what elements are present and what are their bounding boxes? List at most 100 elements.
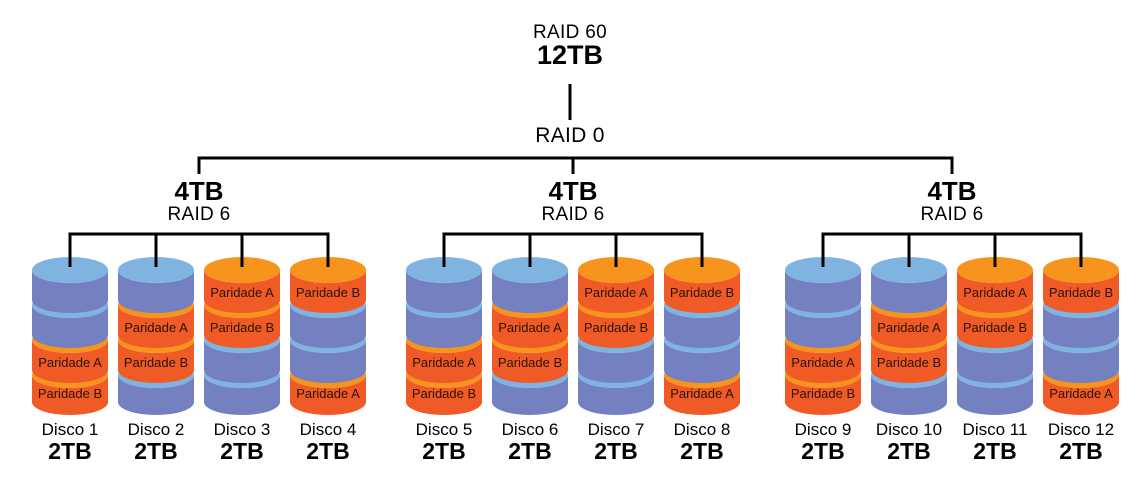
parity-label: Paridade A (296, 385, 360, 401)
disk-segment-parity (871, 340, 947, 383)
disk-capacity: 2TB (220, 438, 264, 464)
disk-capacity: 2TB (134, 438, 178, 464)
group-raid-level-label: RAID 6 (167, 204, 231, 225)
disk-segment-data (1043, 340, 1119, 383)
parity-label: Paridade A (963, 284, 1027, 300)
disk-segment-data (118, 375, 194, 415)
disk-segment-parity (1043, 375, 1119, 415)
disk-cylinder (118, 257, 194, 415)
group-capacity-label: 4TB (174, 176, 224, 206)
disk-name: Disco 3 (213, 420, 271, 439)
disk-top-face (957, 257, 1033, 283)
parity-label: Paridade B (209, 319, 275, 335)
disk-segment-data (204, 375, 280, 415)
parity-label: Paridade A (584, 284, 648, 300)
disk-segment-parity (32, 375, 108, 415)
disk-top-face (664, 257, 740, 283)
disk-top-face (290, 257, 366, 283)
disk-cylinder (290, 257, 366, 415)
disk-name: Disco 4 (299, 420, 357, 439)
disk-top-face (871, 257, 947, 283)
disk-segment-parity (406, 340, 482, 383)
disk-capacity: 2TB (594, 438, 638, 464)
disk-segment-parity (290, 270, 366, 313)
disk-name: Disco 9 (794, 420, 852, 439)
disk-name: Disco 7 (587, 420, 645, 439)
disk-cylinder (32, 257, 108, 415)
disk-capacity: 2TB (887, 438, 931, 464)
disk-cylinder (492, 257, 568, 415)
disk-top-face (118, 257, 194, 283)
disk-segment-parity (957, 305, 1033, 348)
disk-segment-parity (492, 305, 568, 348)
parity-label: Paridade A (498, 319, 562, 335)
disk-segment-data (32, 305, 108, 348)
group-capacity-label: 4TB (927, 176, 977, 206)
disk-capacity: 2TB (680, 438, 724, 464)
disk-segment-parity (871, 305, 947, 348)
disk-name: Disco 11 (962, 420, 1028, 439)
disk-segment-data (578, 375, 654, 415)
parity-label: Paridade B (669, 284, 735, 300)
disk-segment-data (492, 375, 568, 415)
disk-segment-data (492, 270, 568, 313)
disk-segment-parity (578, 270, 654, 313)
disk-top-face (578, 257, 654, 283)
parity-label: Paridade B (583, 319, 649, 335)
total-capacity-label: 12TB (536, 40, 604, 70)
disk-cylinder (871, 257, 947, 415)
disk-name: Disco 12 (1047, 420, 1115, 439)
disk-capacity: 2TB (306, 438, 350, 464)
disk-capacity: 2TB (508, 438, 552, 464)
parity-label: Paridade B (962, 319, 1028, 335)
disk-capacity: 2TB (48, 438, 92, 464)
disk-segment-data (957, 375, 1033, 415)
disk-segment-parity (664, 375, 740, 415)
disk-segment-data (290, 340, 366, 383)
disk-cylinder (1043, 257, 1119, 415)
parity-label: Paridade A (124, 319, 188, 335)
parity-label: Paridade B (497, 354, 563, 370)
disk-segment-data (578, 340, 654, 383)
disk-segment-parity (578, 305, 654, 348)
disk-segment-parity (1043, 270, 1119, 313)
disk-capacity: 2TB (973, 438, 1017, 464)
disk-segment-data (871, 270, 947, 313)
disk-capacity: 2TB (1059, 438, 1103, 464)
parity-label: Paridade A (877, 319, 941, 335)
disk-top-face (406, 257, 482, 283)
group-raid-level-label: RAID 6 (920, 204, 984, 225)
disk-capacity: 2TB (422, 438, 466, 464)
parity-label: Paridade B (295, 284, 361, 300)
disk-segment-parity (118, 340, 194, 383)
disk-name: Disco 2 (127, 420, 185, 439)
disk-segment-data (290, 305, 366, 348)
disk-segment-data (118, 270, 194, 313)
parity-label: Paridade A (791, 354, 855, 370)
disk-segment-parity (785, 340, 861, 383)
raid0-label: RAID 0 (535, 124, 605, 147)
disk-segment-data (406, 270, 482, 313)
parity-label: Paridade A (210, 284, 274, 300)
disk-top-face (785, 257, 861, 283)
disk-segment-parity (664, 270, 740, 313)
disk-cylinder (204, 257, 280, 415)
group-capacity-label: 4TB (548, 176, 598, 206)
disk-cylinder (406, 257, 482, 415)
disk-top-face (204, 257, 280, 283)
parity-label: Paridade A (670, 385, 734, 401)
disk-cylinder (785, 257, 861, 415)
disk-segment-parity (957, 270, 1033, 313)
disk-cylinder (578, 257, 654, 415)
disk-segment-parity (118, 305, 194, 348)
disk-segment-data (957, 340, 1033, 383)
